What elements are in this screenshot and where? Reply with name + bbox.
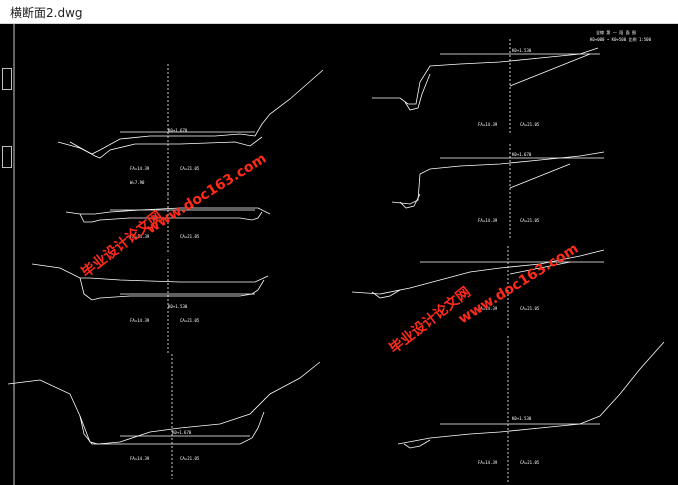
drawing-header-title: 全線 第 一 段 面 图 [596,29,636,35]
label-fill-r2: FA=14.39 [478,218,498,223]
watermark-url-right: www.doc163.com [456,241,582,328]
drawing-canvas[interactable]: K0+1.670 FA=14.39 CA=21.05 W=7.90 FA=14.… [0,24,678,485]
drawing-header-subtitle: K0+000 ~ K0+500 比例 1:500 [590,36,652,42]
label-stake-r4: K0+1.530 [512,416,532,421]
label-stake-r2: K0+1.670 [512,152,532,157]
label-fill-1: FA=14.39 [130,166,150,171]
section-right-2 [391,144,605,239]
label-cut-1: CA=21.05 [180,166,200,171]
section-right-4 [397,336,665,484]
label-fill-2: FA=14.39 [130,234,150,239]
viewport-handle-top[interactable] [2,68,12,90]
label-cut-r4: CA=21.05 [520,460,540,465]
label-stake-1: K0+1.670 [168,128,188,133]
label-fill-r4: FA=14.39 [478,460,498,465]
label-stake-r1: K0+1.530 [512,48,532,53]
label-cut-3: CA=21.05 [180,318,200,323]
label-cut-2: CA=21.05 [180,234,200,239]
label-cut-r3: CA=21.05 [520,306,540,311]
label-cut-r1: CA=21.05 [520,122,540,127]
label-stake-3: K0+1.530 [168,304,188,309]
window-title: 横断面2.dwg [10,6,83,20]
section-right-1 [372,39,600,134]
label-fill-3: FA=14.39 [130,318,150,323]
label-stake-4: K0+1.670 [172,430,192,435]
section-left-2 [65,194,271,254]
label-fill-r1: FA=14.39 [478,122,498,127]
label-fill-4: FA=14.39 [130,456,150,461]
watermark-url-left: www.doc163.com [144,151,270,238]
cad-drawing: K0+1.670 FA=14.39 CA=21.05 W=7.90 FA=14.… [7,24,665,485]
section-left-1 [57,64,324,194]
watermarks: 毕业设计论文网 www.doc163.com 毕业设计论文网 www.doc16… [78,151,581,358]
section-right-3 [351,246,605,329]
label-fill-r3: FA=14.39 [478,306,498,311]
section-left-3 [31,259,269,354]
section-labels: K0+1.670 FA=14.39 CA=21.05 W=7.90 FA=14.… [130,29,652,465]
label-cut-r2: CA=21.05 [520,218,540,223]
viewport-handle-bottom[interactable] [2,146,12,168]
section-left-4 [7,354,321,479]
label-width-1: W=7.90 [130,180,145,185]
label-cut-4: CA=21.05 [180,456,200,461]
title-bar: 横断面2.dwg [0,0,678,24]
